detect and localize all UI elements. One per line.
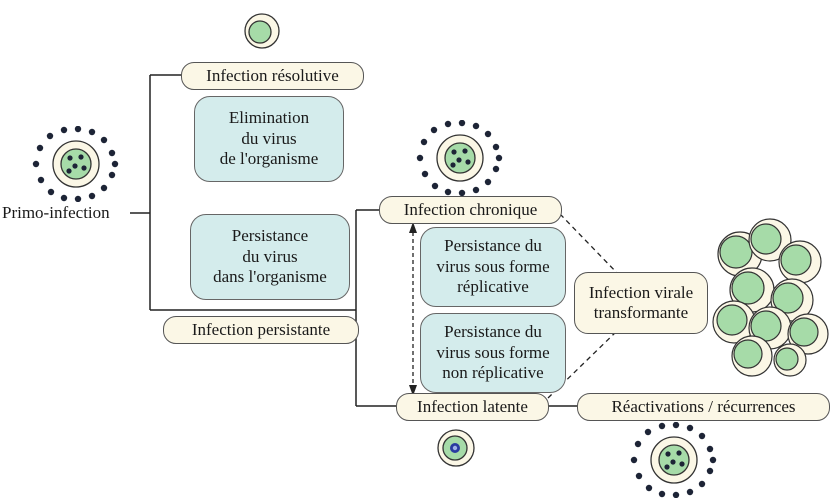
latent-cell-icon [437,429,475,467]
infected-cell-icon [32,126,119,202]
node-persistance-non-replicative: Persistance du virus sous forme non répl… [420,313,566,393]
infected-cell-icon [416,120,503,196]
node-persistance-organisme: Persistance du virus dans l'organisme [190,214,350,300]
node-infection-persistante: Infection persistante [163,316,359,344]
node-persistance-replicative: Persistance du virus sous forme réplicat… [420,227,566,307]
node-reactivations-recurrences: Réactivations / récurrences [577,393,830,421]
transformed-cell-cluster-icon [712,218,829,377]
node-infection-resolutive: Infection résolutive [181,62,364,90]
node-infection-virale-transformante: Infection virale transformante [574,272,708,334]
node-infection-latente: Infection latente [396,393,549,421]
node-elimination-virus: Elimination du virus de l'organisme [194,96,344,182]
node-infection-chronique: Infection chronique [379,196,562,224]
label-primo-infection: Primo-infection [2,202,110,222]
infected-cell-icon [630,422,717,498]
healthy-cell-icon [244,13,280,49]
